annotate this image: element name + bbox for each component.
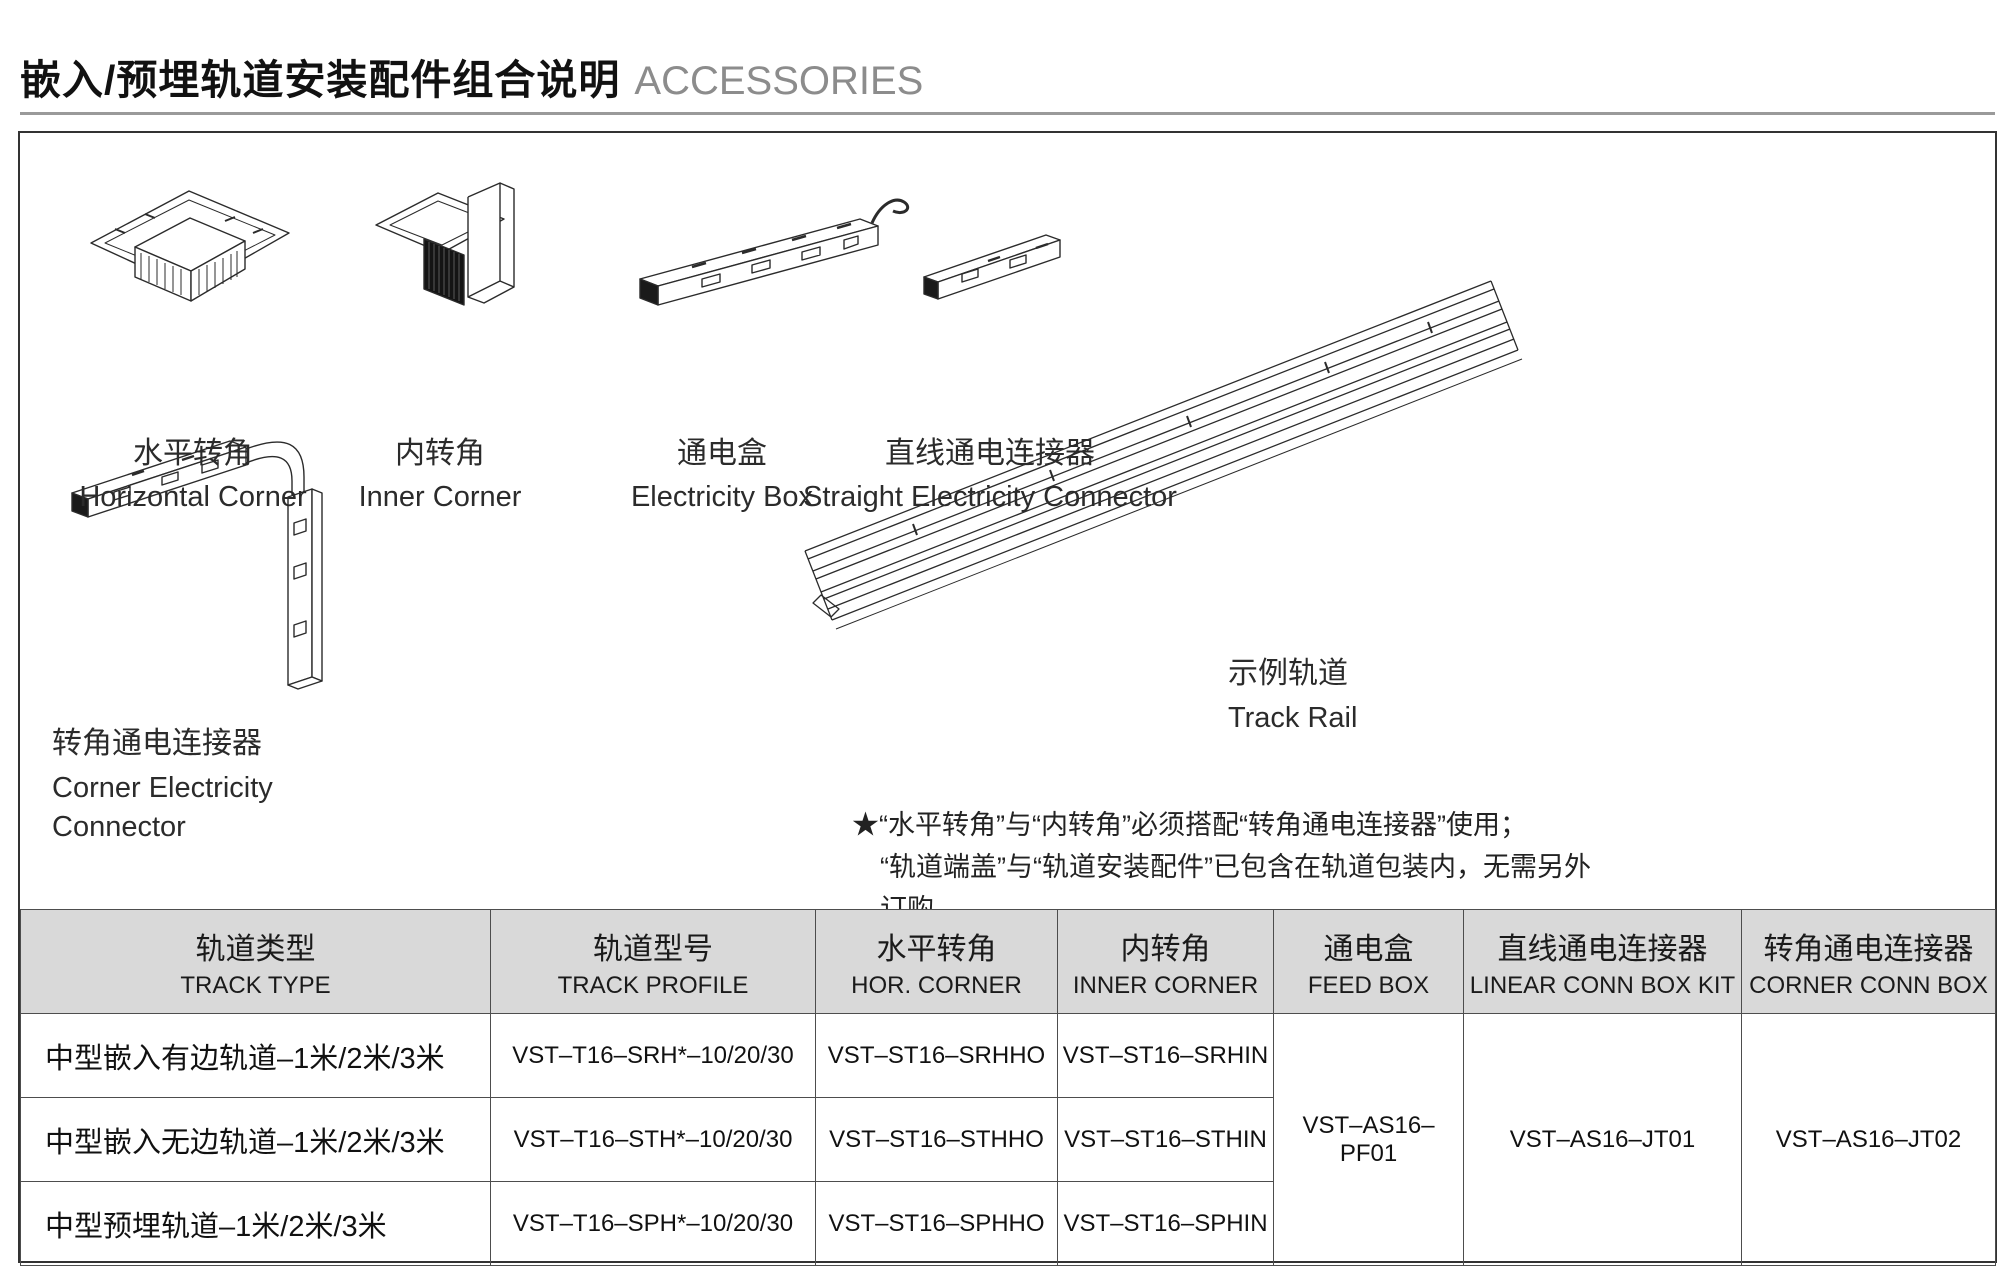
inner-corner-cell: VST–ST16–SRHIN <box>1057 1013 1274 1098</box>
horizontal-corner-label-en: Horizontal Corner <box>79 480 307 513</box>
track-rail-illustration <box>785 273 1525 633</box>
inner-corner-label-cn: 内转角 <box>395 437 485 470</box>
corner-conn-cell: VST–AS16–JT02 <box>1741 1013 1996 1266</box>
straight-connector-label-en: Straight Electricity Connector <box>803 480 1177 513</box>
page-title: 嵌入/预埋轨道安装配件组合说明 ACCESSORIES <box>20 46 923 106</box>
track-type-cell: 中型预埋轨道–1米/2米/3米 <box>20 1181 491 1266</box>
track-profile-cell: VST–T16–SPH*–10/20/30 <box>490 1181 816 1266</box>
track-profile-cell: VST–T16–STH*–10/20/30 <box>490 1097 816 1182</box>
table-row: 中型嵌入无边轨道–1米/2米/3米 VST–T16–STH*–10/20/30 … <box>20 1097 1996 1182</box>
track-rail-label: 示例轨道 Track Rail <box>1228 655 1488 738</box>
linear-conn-cell: VST–AS16–JT01 <box>1463 1013 1742 1266</box>
title-underline <box>20 112 1995 115</box>
corner-connector-label-en2: Connector <box>52 810 186 843</box>
straight-connector-label-cn: 直线通电连接器 <box>885 437 1095 470</box>
inner-corner-illustration <box>372 173 537 338</box>
horizontal-corner-illustration <box>85 173 295 328</box>
corner-connector-illustration <box>62 419 352 704</box>
electricity-box-illustration <box>632 193 912 318</box>
horizontal-corner-label-cn: 水平转角 <box>133 437 253 470</box>
column-header-track-profile: 轨道型号 TRACK PROFILE <box>490 909 816 1014</box>
inner-corner-cell: VST–ST16–STHIN <box>1057 1097 1274 1182</box>
corner-connector-label-en1: Corner Electricity <box>52 771 273 804</box>
track-rail-label-cn: 示例轨道 <box>1228 657 1348 690</box>
straight-connector-illustration <box>918 213 1088 308</box>
table-row: 中型预埋轨道–1米/2米/3米 VST–T16–SPH*–10/20/30 VS… <box>20 1181 1996 1266</box>
main-panel: 水平转角 Horizontal Corner 内转角 Inner Corner … <box>18 131 1997 1266</box>
accessories-table: 轨道类型 TRACK TYPE 轨道型号 TRACK PROFILE 水平转角 … <box>20 909 1996 1266</box>
corner-connector-label: 转角通电连接器 Corner Electricity Connector <box>52 725 352 847</box>
inner-corner-label: 内转角 Inner Corner <box>340 435 540 515</box>
table-row: 中型嵌入有边轨道–1米/2米/3米 VST–T16–SRH*–10/20/30 … <box>20 1013 1996 1266</box>
column-header-corner-conn: 转角通电连接器 CORNER CONN BOX <box>1741 909 1996 1014</box>
inner-corner-cell: VST–ST16–SPHIN <box>1057 1181 1274 1266</box>
column-header-track-type: 轨道类型 TRACK TYPE <box>20 909 491 1014</box>
corner-connector-label-cn: 转角通电连接器 <box>52 727 262 760</box>
track-type-cell: 中型嵌入无边轨道–1米/2米/3米 <box>20 1097 491 1182</box>
electricity-box-label: 通电盒 Electricity Box <box>602 435 842 515</box>
electricity-box-label-cn: 通电盒 <box>677 437 767 470</box>
electricity-box-label-en: Electricity Box <box>630 480 814 513</box>
column-header-inner-corner: 内转角 INNER CORNER <box>1057 909 1274 1014</box>
track-type-cell: 中型嵌入有边轨道–1米/2米/3米 <box>20 1013 491 1098</box>
column-header-linear-conn: 直线通电连接器 LINEAR CONN BOX KIT <box>1463 909 1742 1014</box>
diagram-area: 水平转角 Horizontal Corner 内转角 Inner Corner … <box>20 133 1995 924</box>
straight-connector-label: 直线通电连接器 Straight Electricity Connector <box>800 435 1180 515</box>
page-title-en: ACCESSORIES <box>634 59 924 103</box>
hor-corner-cell: VST–ST16–SPHHO <box>815 1181 1058 1266</box>
inner-corner-label-en: Inner Corner <box>358 480 522 513</box>
horizontal-corner-label: 水平转角 Horizontal Corner <box>63 435 323 515</box>
feed-box-cell: VST–AS16–PF01 <box>1273 1013 1464 1266</box>
column-header-hor-corner: 水平转角 HOR. CORNER <box>815 909 1058 1014</box>
track-rail-label-en: Track Rail <box>1228 701 1358 734</box>
hor-corner-cell: VST–ST16–SRHHO <box>815 1013 1058 1098</box>
table-header-row: 轨道类型 TRACK TYPE 轨道型号 TRACK PROFILE 水平转角 … <box>20 909 1996 1014</box>
column-header-feed-box: 通电盒 FEED BOX <box>1273 909 1464 1014</box>
hor-corner-cell: VST–ST16–STHHO <box>815 1097 1058 1182</box>
usage-note-line1: ★“水平转角”与“内转角”必须搭配“转角通电连接器”使用； <box>852 810 1527 840</box>
page-title-cn: 嵌入/预埋轨道安装配件组合说明 <box>20 57 621 103</box>
track-profile-cell: VST–T16–SRH*–10/20/30 <box>490 1013 816 1098</box>
